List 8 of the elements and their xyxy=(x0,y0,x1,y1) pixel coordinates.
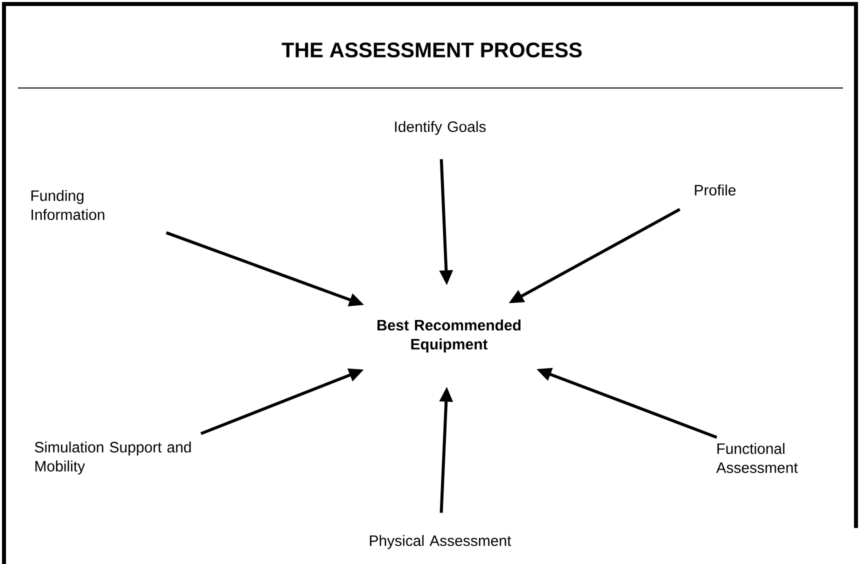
step-label: Identify Goals xyxy=(395,121,486,135)
step-label: Simulation Support and Mobility xyxy=(34,442,191,474)
step-label: Physical Assessment xyxy=(370,535,512,549)
step-label: Functional Assessment xyxy=(716,442,798,473)
center-label: Best Recommended Equipment xyxy=(378,320,520,352)
step-label: Profile xyxy=(694,184,736,196)
title: THE ASSESSMENT PROCESS xyxy=(282,42,582,58)
step-label: Funding Information xyxy=(31,190,104,220)
